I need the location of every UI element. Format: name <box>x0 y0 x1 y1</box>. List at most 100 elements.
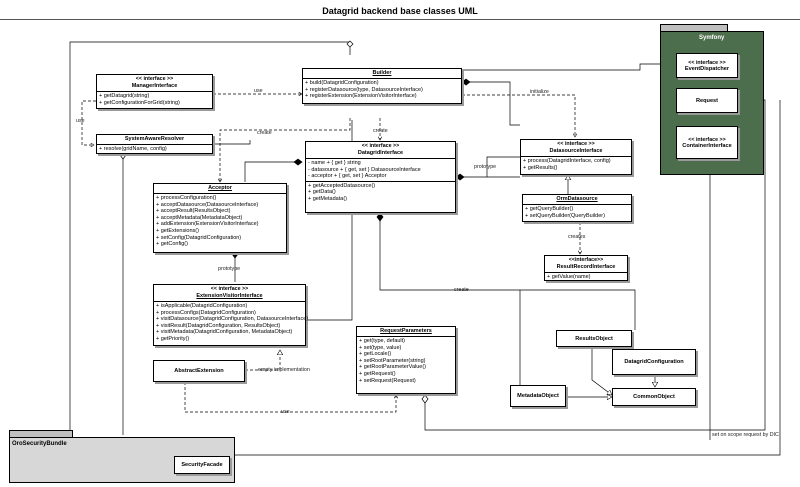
class-common-object: CommonObject <box>612 388 696 406</box>
class-orm-datasource: OrmDatasource + getQueryBuilder() + setQ… <box>522 194 632 222</box>
method: + get(type, default) <box>359 338 406 344</box>
label-use-manager-builder: use <box>254 88 263 94</box>
method: + getMetadata() <box>308 195 347 202</box>
class-container-interface: << interface >> ContainerInterface <box>676 126 738 159</box>
oro-security-package-tab <box>9 430 73 438</box>
class-name: DatasourceInterface <box>549 148 603 154</box>
class-name: SecurityFacade <box>181 462 223 468</box>
class-builder: Builder + build(DatagridConfiguration) +… <box>302 68 462 104</box>
class-security-facade: SecurityFacade <box>174 456 230 474</box>
method: + getConfig() <box>156 241 188 248</box>
label-use-bottom: use <box>281 409 290 415</box>
field: - name + { get } string <box>308 160 361 166</box>
class-name: Acceptor <box>208 185 232 191</box>
class-system-aware-resolver: SystemAwareResolver + resolve(gridName, … <box>96 134 213 154</box>
method: + getAcceptedDatasource() <box>308 182 376 189</box>
class-results-object: ResultsObject <box>556 330 632 347</box>
class-result-record-interface: <<interface>>ResultRecordInterface + get… <box>544 255 628 281</box>
label-empty-implementation: empty implementation <box>258 367 310 373</box>
class-name: SystemAwareResolver <box>124 136 185 142</box>
class-name: ResultRecordInterface <box>556 264 616 270</box>
method: + getPriority() <box>156 335 190 342</box>
method: + getQueryBuilder() <box>525 206 574 212</box>
class-name: CommonObject <box>633 394 675 400</box>
method: + setConfig(DatagridConfiguration) <box>156 234 242 241</box>
method: + process(DatagridInterface, config) <box>523 158 611 164</box>
label-create-results: create <box>454 287 469 293</box>
method: + acceptResult(ResultsObject) <box>156 208 231 215</box>
method: + visitDatasource(DatagridConfiguration,… <box>156 316 309 323</box>
class-name: EventDispatcher <box>684 65 730 72</box>
stereotype: << interface >> <box>557 141 595 147</box>
method: + getRootParameterValue() <box>359 364 427 371</box>
class-metadata-object: MetadataObject <box>510 385 566 407</box>
method: + registerDatasource(type, DatasourceInt… <box>305 86 423 93</box>
class-request-parameters: RequestParameters + get(type, default) +… <box>356 326 456 394</box>
class-name: ManagerInterface <box>131 83 178 89</box>
method: + setQueryBuilder(QueryBuilder) <box>525 212 605 219</box>
stereotype: << interface >> <box>135 76 174 82</box>
method: + processConfigs(DatagridConfiguration) <box>156 309 256 316</box>
stereotype: << interface >> <box>688 136 726 143</box>
label-creates-result: creates <box>568 234 586 240</box>
method: + getValue(name) <box>547 274 591 280</box>
class-name: AbstractExtension <box>174 368 224 374</box>
class-manager-interface: << interface >>ManagerInterface + getDat… <box>96 74 213 109</box>
method: + processConfiguration() <box>156 195 217 201</box>
method: + isApplicable(DatagridConfiguration) <box>156 303 248 309</box>
class-datagrid-interface: << interface >>DatagridInterface - name … <box>305 141 456 213</box>
label-create-datagrid: create <box>373 128 388 134</box>
class-datagrid-configuration: DatagridConfiguration <box>612 349 696 375</box>
class-name: DatagridInterface <box>357 150 404 156</box>
method: + acceptMetadata(MetadataObject) <box>156 214 243 221</box>
class-abstract-extension: AbstractExtension <box>153 360 245 382</box>
stereotype: << interface >> <box>361 143 400 149</box>
label-prototype-datasource: prototype <box>474 164 497 170</box>
method: + acceptDatasource(DatasourceInterface) <box>156 201 259 208</box>
stereotype: << interface >> <box>210 286 249 292</box>
class-request: Request <box>676 88 738 113</box>
method: + getResults() <box>523 164 558 171</box>
method: + getRequest() <box>359 370 396 377</box>
diagram-title: Datagrid backend base classes UML <box>322 6 478 16</box>
class-name: ResultsObject <box>575 335 613 342</box>
method: + visitResult(DatagridConfiguration, Res… <box>156 322 281 329</box>
class-name: ContainerInterface <box>682 142 732 149</box>
class-extension-visitor-interface: << interface >>ExtensionVisitorInterface… <box>153 284 309 346</box>
class-name: RequestParameters <box>380 328 432 334</box>
symfony-package-label: Symfony <box>699 35 725 41</box>
label-prototype-extension: prototype <box>218 266 241 272</box>
method: + setRootParameter(string) <box>359 357 426 364</box>
method: + set(type, value) <box>359 344 402 351</box>
class-name: MetadataObject <box>517 393 559 399</box>
oro-security-package-label: OroSecurityBundle <box>12 441 67 447</box>
class-name: Builder <box>372 70 392 76</box>
stereotype: <<interface>> <box>568 257 604 263</box>
class-datasource-interface: << interface >>DatasourceInterface + pro… <box>520 139 632 175</box>
title-divider <box>0 19 800 20</box>
field: - datasource + { get, set } DatasourceIn… <box>308 166 421 173</box>
class-name: DatagridConfiguration <box>624 359 684 365</box>
method: + getLocale() <box>359 351 392 358</box>
label-use-left: use <box>76 118 85 124</box>
method: + getExtensions() <box>156 227 199 234</box>
label-create-acceptor: create <box>257 130 272 136</box>
method: + getDatagrid(string) <box>99 93 150 99</box>
class-name: ExtensionVisitorInterface <box>196 293 263 299</box>
method: + addExtension(ExtensionVisitorInterface… <box>156 221 259 228</box>
method: + getData() <box>308 189 336 196</box>
class-event-dispatcher: << interface >> EventDispatcher <box>676 53 738 78</box>
stereotype: << interface >> <box>688 59 726 66</box>
label-dic-note: set on scope request by DIC <box>712 432 779 438</box>
method: + setRequest(Request) <box>359 377 416 384</box>
class-acceptor: Acceptor + processConfiguration() + acce… <box>153 183 287 253</box>
class-name: Request <box>695 97 719 104</box>
method: + getConfigurationForGrid(string) <box>99 99 180 106</box>
method: + registerExtension(ExtensionVisitorInte… <box>305 93 417 100</box>
class-name: OrmDatasource <box>556 196 598 202</box>
field: - acceptor + { get, set } Acceptor <box>308 173 387 180</box>
method: + visitMetadata(DatagridConfiguration, M… <box>156 329 293 336</box>
symfony-package-tab <box>660 24 728 32</box>
label-initialize: initialize <box>530 89 549 95</box>
method: + build(DatagridConfiguration) <box>305 80 379 86</box>
